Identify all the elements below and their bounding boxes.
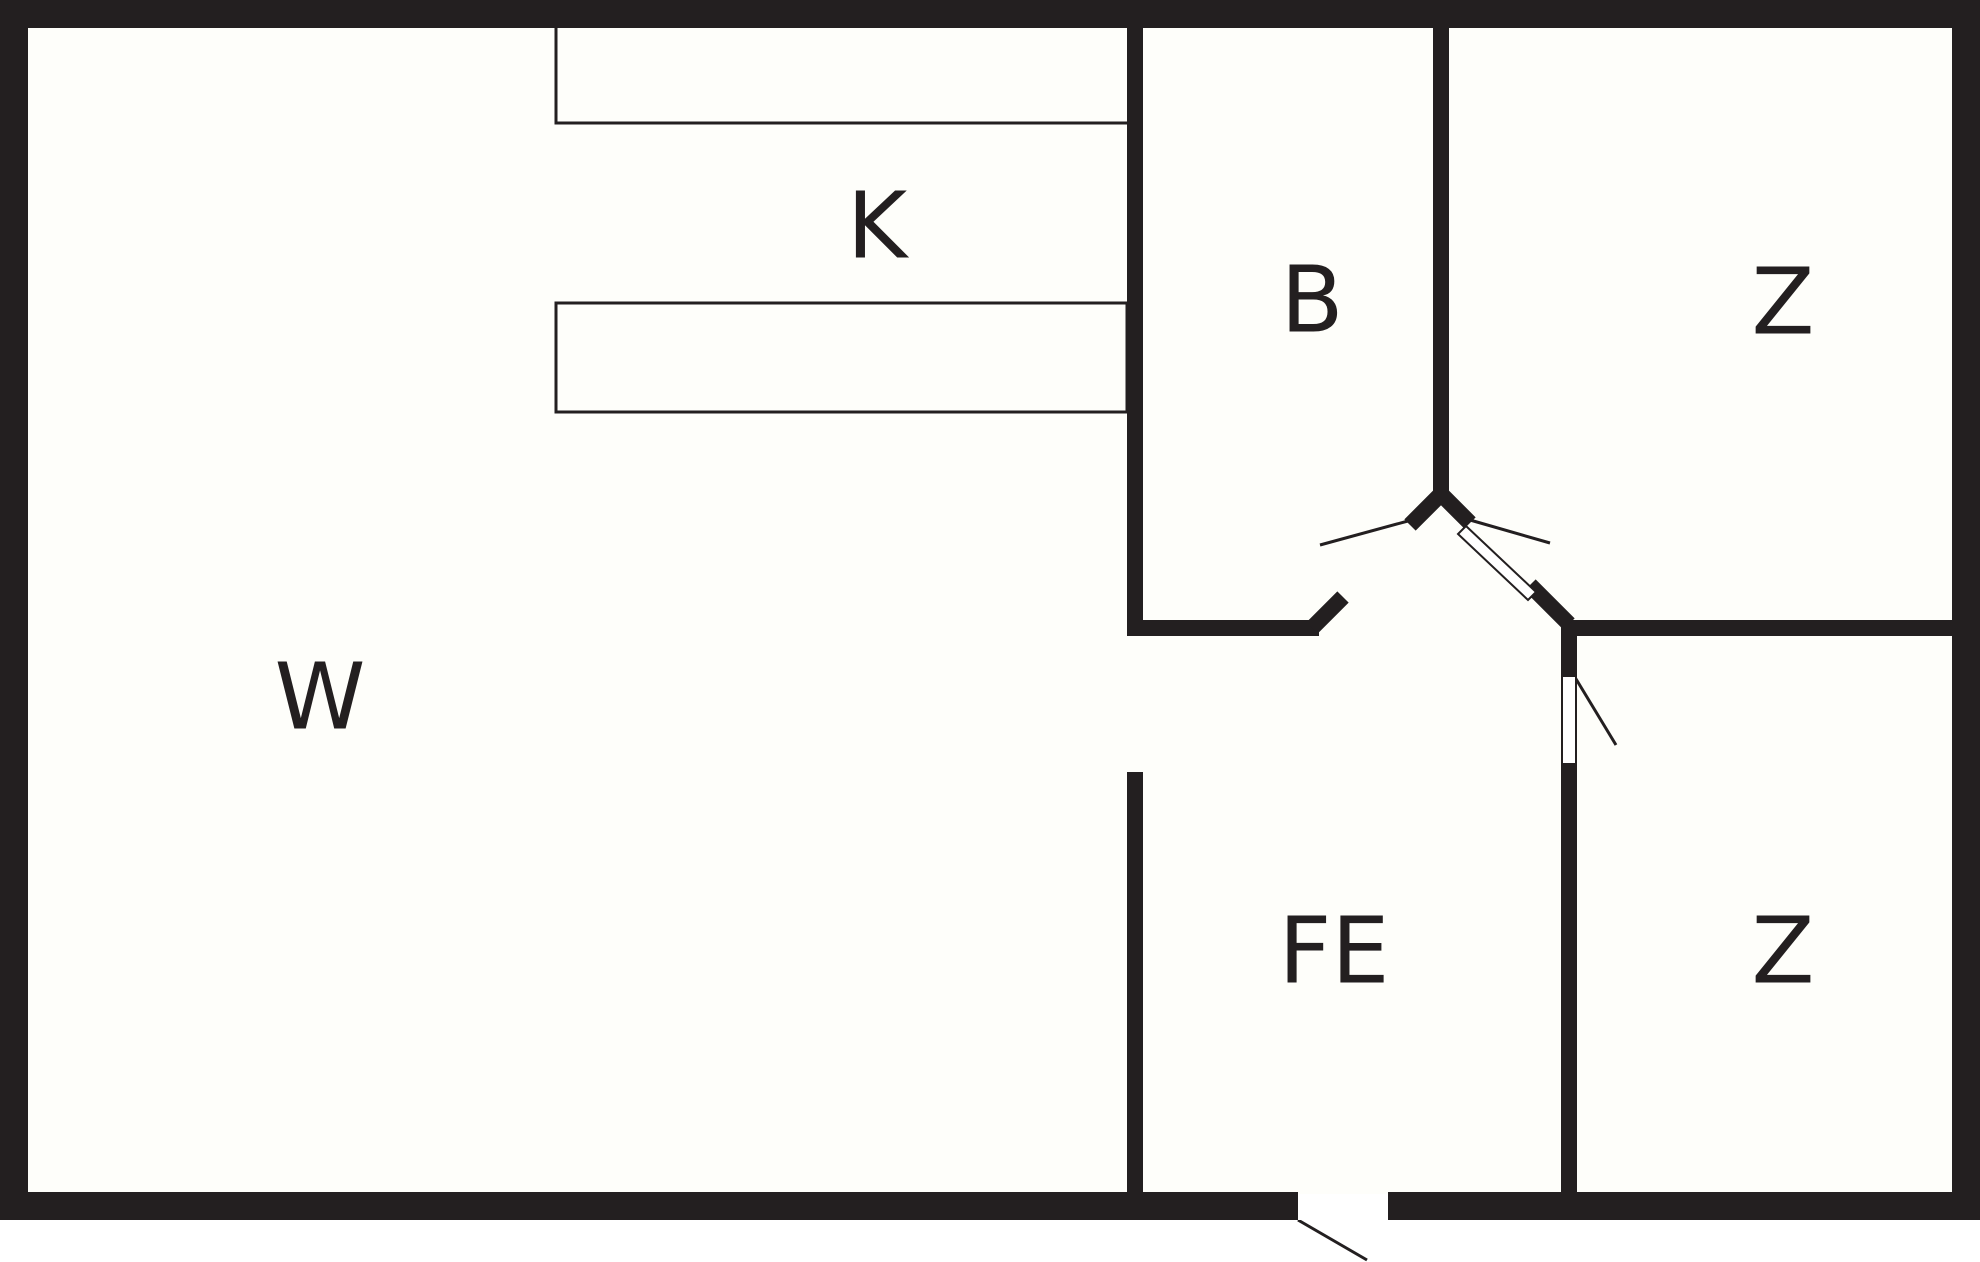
door-frame-zimmer-2 [1561, 675, 1577, 765]
door-zimmer-2 [1571, 673, 1618, 746]
door-frame-entrance [1298, 1194, 1388, 1220]
door-entrance [1297, 1218, 1368, 1262]
outer-walls [0, 0, 1980, 1220]
room-label-kueche: K [847, 172, 910, 279]
door-frame-zimmer-1 [1456, 524, 1538, 602]
floor-area [0, 0, 1980, 1220]
door-frames [1298, 524, 1577, 1220]
room-label-zimmer-1: Z [1751, 248, 1814, 355]
interior-walls [1127, 20, 1956, 1200]
kitchen-counter-bottom [554, 301, 1129, 414]
room-label-wohnen: W [275, 643, 366, 750]
room-labels: W K B Z Z FE [275, 172, 1815, 1004]
kitchen-counter-top [554, 20, 1127, 125]
door-swings [1297, 518, 1618, 1262]
door-zimmer-1 [1469, 518, 1551, 545]
room-label-bad: B [1280, 246, 1343, 353]
door-bad [1319, 519, 1409, 547]
room-label-zimmer-2: Z [1751, 897, 1814, 1004]
kitchen-counters [554, 20, 1129, 414]
room-label-flur-eingang: FE [1278, 897, 1389, 1004]
